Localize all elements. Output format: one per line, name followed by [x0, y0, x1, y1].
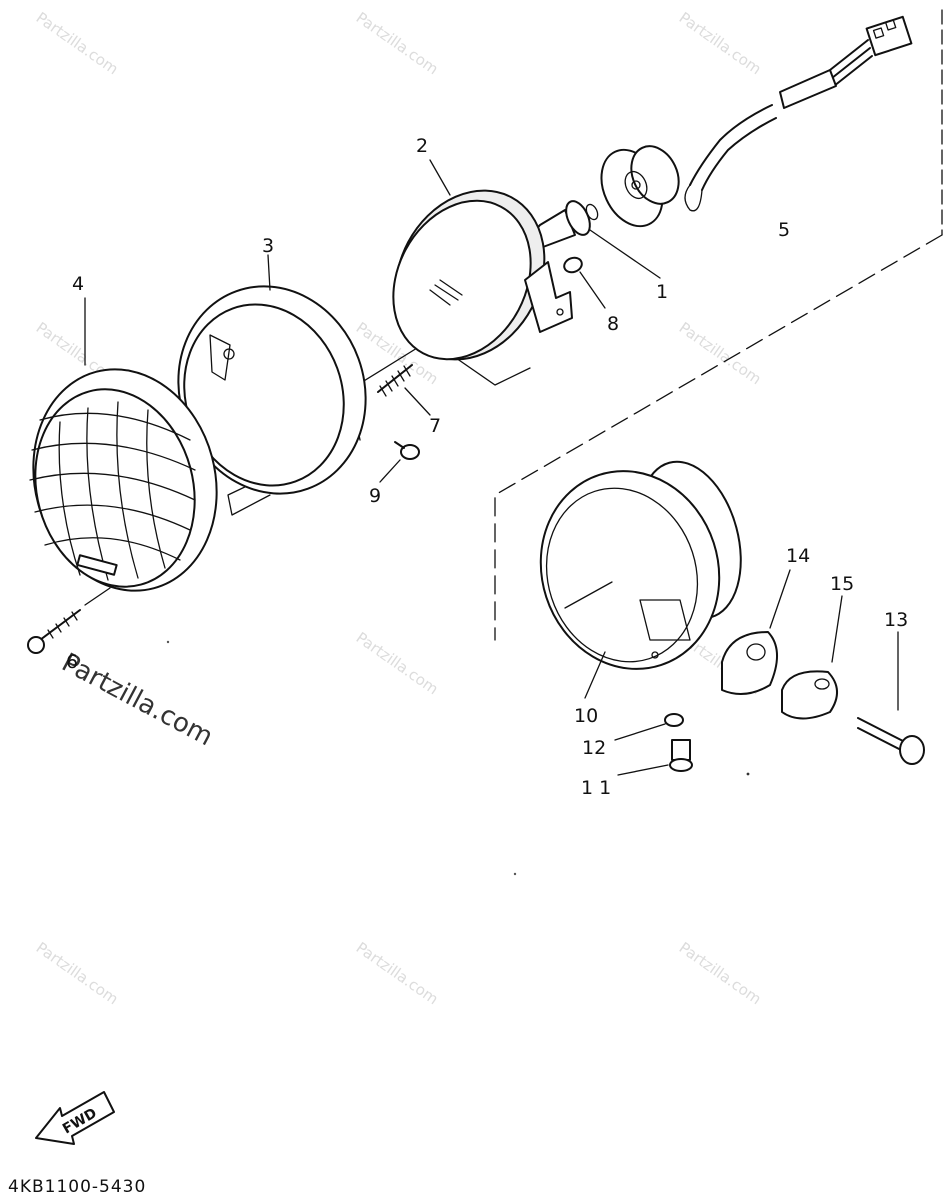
watermark: Partzilla.com: [33, 9, 122, 79]
watermark: Partzilla.com: [353, 629, 442, 699]
cap: [781, 595, 843, 720]
dot: [746, 772, 750, 776]
nut: [563, 256, 606, 309]
callout-4: 4: [72, 273, 84, 295]
headlight-guard: [29, 297, 218, 592]
watermark: Partzilla.com: [353, 9, 442, 79]
callout-3: 3: [262, 235, 274, 257]
callout-labels: 1 2 3 4 5 6 7 8 9 10 1 1 12 13 14 15: [66, 135, 908, 799]
headlight-lens: [392, 159, 573, 361]
callout-13: 13: [884, 609, 908, 631]
grommet: [721, 569, 791, 695]
callout-9: 9: [369, 485, 381, 507]
watermark: Partzilla.com: [33, 939, 122, 1009]
dot: [513, 872, 517, 876]
callout-14: 14: [786, 545, 810, 567]
callout-6: 6: [66, 651, 78, 673]
bulb-socket: [600, 145, 680, 228]
callout-15: 15: [830, 573, 854, 595]
watermark: Partzilla.com: [676, 939, 765, 1009]
screw: [379, 441, 420, 483]
diagram-code: 4KB1100-5430: [8, 1177, 146, 1197]
bolt: [857, 631, 925, 765]
forward-arrow: FWD: [35, 1091, 115, 1145]
callout-12: 12: [582, 737, 606, 759]
watermark: Partzilla.com: [676, 9, 765, 79]
callout-1: 1: [656, 281, 668, 303]
headlight-rim: [177, 254, 367, 495]
callout-5: 5: [778, 219, 790, 241]
dot: [166, 640, 170, 644]
screw-small: [617, 739, 693, 776]
watermark: Partzilla.com: [353, 939, 442, 1009]
callout-11: 1 1: [581, 777, 611, 799]
callout-10: 10: [574, 705, 598, 727]
wiring-harness: [684, 15, 913, 212]
adjusting-screw: [377, 364, 431, 416]
callout-8: 8: [607, 313, 619, 335]
watermark-large: Partzilla.com: [57, 648, 218, 753]
washer: [614, 713, 684, 741]
mounting-screw-long: [27, 587, 111, 654]
callout-2: 2: [416, 135, 428, 157]
headlight-housing: [539, 460, 742, 699]
watermark: Partzilla.com: [676, 319, 765, 389]
callout-7: 7: [429, 415, 441, 437]
